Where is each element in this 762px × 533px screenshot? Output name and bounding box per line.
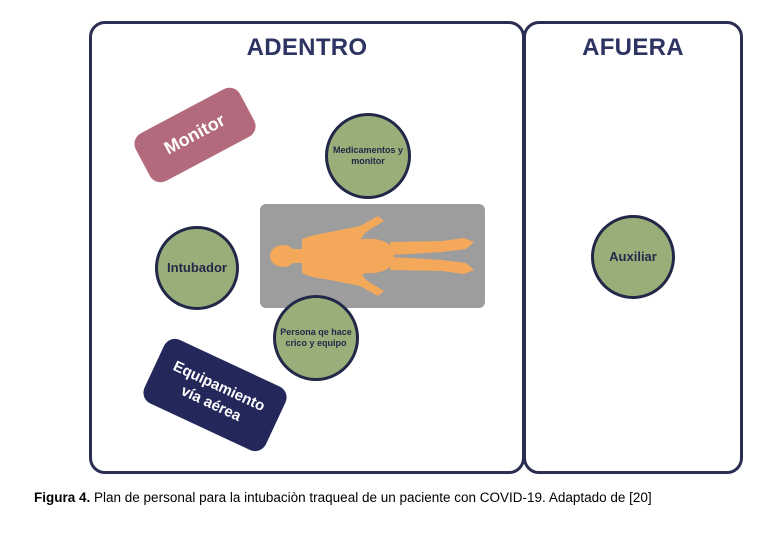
- crico-person-circle: Persona qe hace crico y equipo: [273, 295, 359, 381]
- figure-caption-text: Plan de personal para la intubaciòn traq…: [90, 490, 652, 505]
- crico-person-label: Persona qe hace crico y equipo: [280, 326, 352, 348]
- medication-and-monitor-label: Medicamentos y monitor: [332, 144, 404, 166]
- outside-zone-title: AFUERA: [582, 34, 684, 61]
- intubator-circle: Intubador: [155, 226, 239, 310]
- patient-figure-icon: [270, 216, 474, 296]
- assistant-label: Auxiliar: [609, 248, 657, 264]
- assistant-circle: Auxiliar: [591, 215, 675, 299]
- figure-caption-label: Figura 4.: [34, 490, 91, 505]
- figure-caption: Figura 4. Plan de personal para la intub…: [34, 489, 724, 506]
- intubator-label: Intubador: [167, 259, 227, 275]
- patient-bed: [260, 204, 485, 308]
- medication-and-monitor-circle: Medicamentos y monitor: [325, 113, 411, 199]
- inside-zone-title: ADENTRO: [246, 34, 368, 61]
